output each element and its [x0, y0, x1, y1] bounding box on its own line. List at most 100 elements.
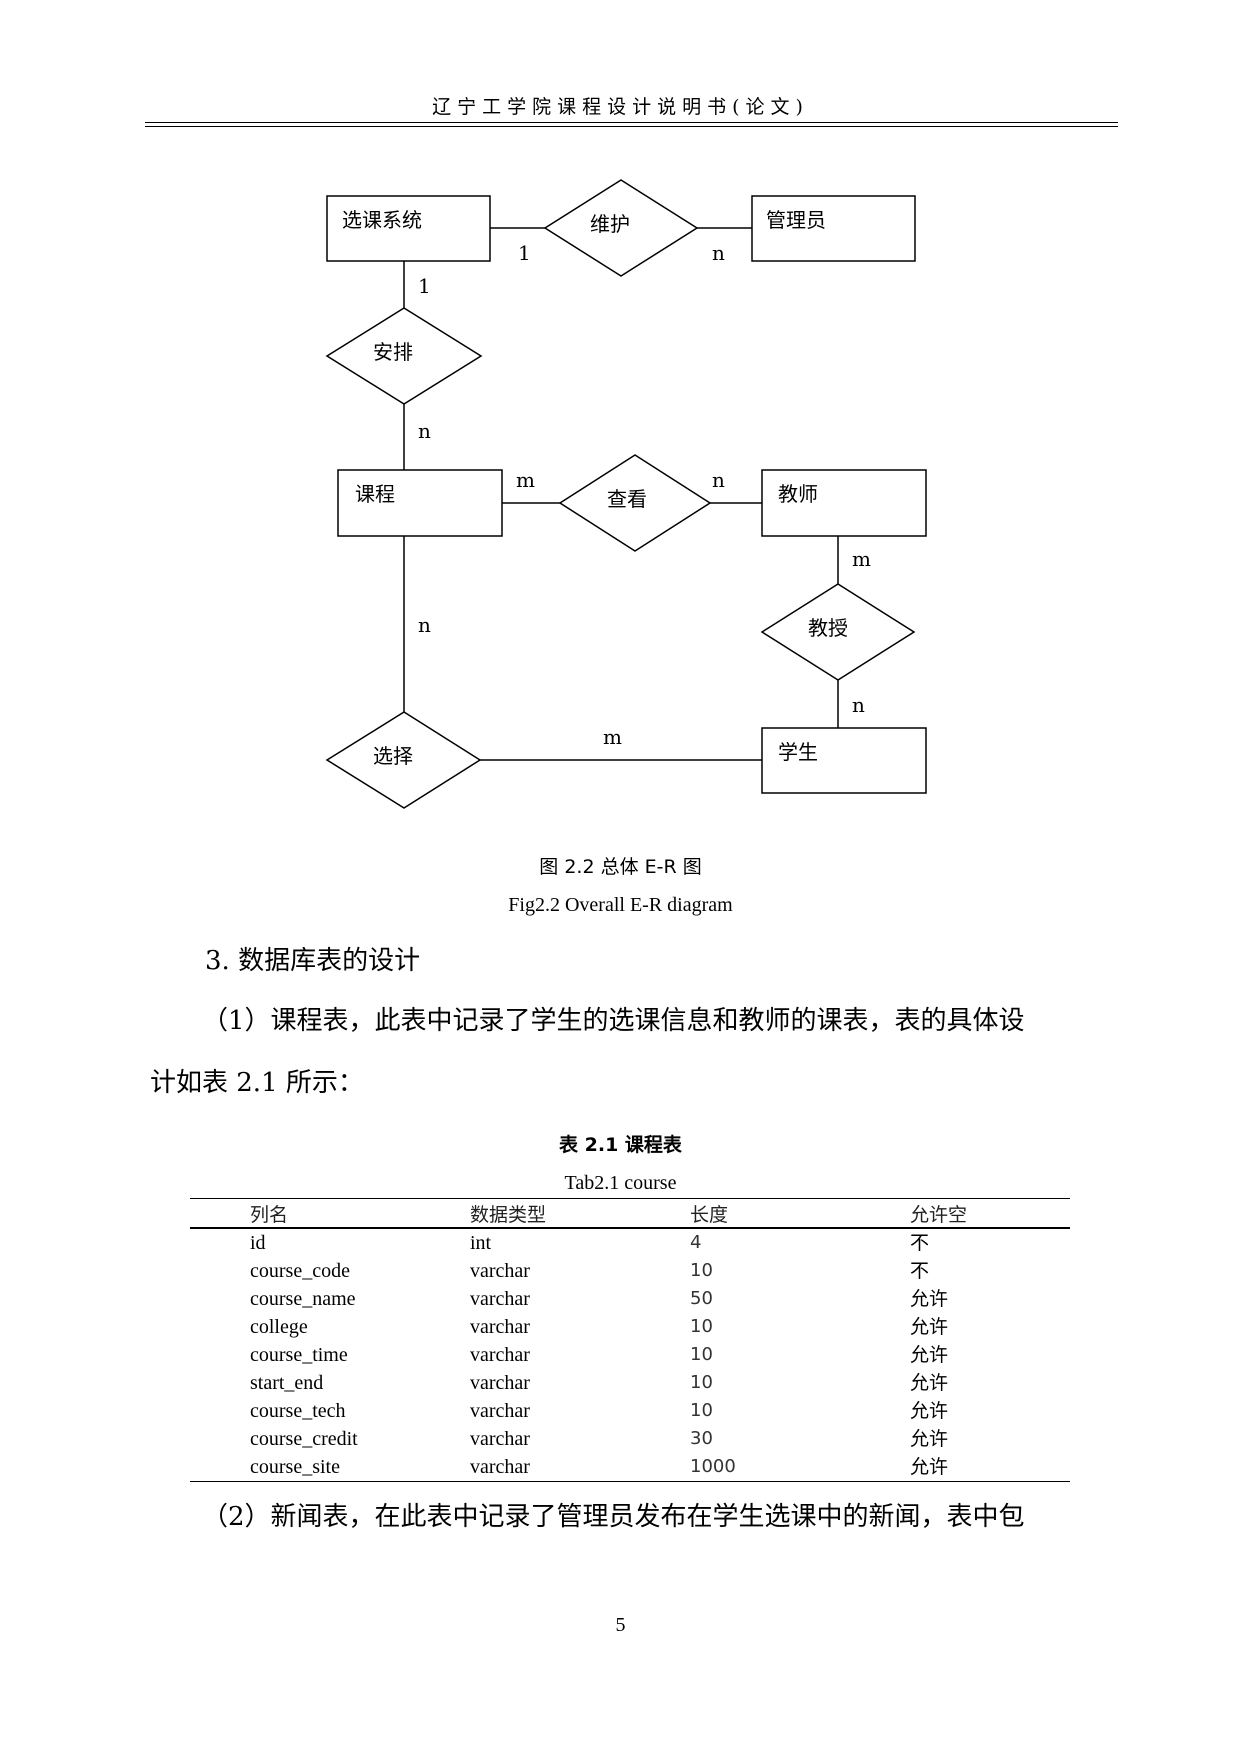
paragraph-1: （1）课程表，此表中记录了学生的选课信息和教师的课表，表的具体设 计如表 2.1… [150, 990, 1115, 1114]
paragraph-1-line-1-text: （1）课程表，此表中记录了学生的选课信息和教师的课表，表的具体设 [202, 1006, 1025, 1036]
relation-view-label: 查看 [607, 487, 647, 511]
table-row: course_site varchar 1000 允许 [190, 1453, 1070, 1482]
entity-teacher-label: 教师 [778, 482, 818, 506]
entity-student [761, 727, 927, 794]
header-data-type: 数据类型 [470, 1203, 547, 1226]
cell-length: 50 [690, 1288, 713, 1309]
entity-admin-label: 管理员 [766, 208, 826, 232]
entity-admin [751, 195, 916, 262]
cell-nullable: 不 [910, 1232, 930, 1254]
relation-teach-label: 教授 [808, 616, 848, 640]
table-row: course_tech varchar 10 允许 [190, 1397, 1070, 1425]
relation-arrange-label: 安排 [373, 340, 413, 364]
cell-data-type: varchar [470, 1260, 530, 1282]
table-header: 列名 数据类型 长度 允许空 [190, 1198, 1070, 1229]
cell-nullable: 允许 [910, 1400, 949, 1422]
card-select-course: n [418, 613, 431, 637]
cell-nullable: 允许 [910, 1316, 949, 1338]
table-caption-cn: 表 2.1 课程表 [559, 1134, 682, 1156]
table-row: course_code varchar 10 不 [190, 1257, 1070, 1285]
card-teach-teacher: m [852, 547, 871, 571]
cell-column-name: college [250, 1316, 308, 1338]
table-caption-en: Tab2.1 course [564, 1172, 677, 1194]
cell-column-name: course_time [250, 1344, 348, 1366]
paragraph-2-line-1-text: （2）新闻表，在此表中记录了管理员发布在学生选课中的新闻，表中包 [202, 1502, 1025, 1532]
table-body: id int 4 不 course_code varchar 10 不 cour… [190, 1228, 1070, 1482]
cell-nullable: 允许 [910, 1428, 949, 1450]
relation-view [558, 454, 712, 552]
header-length: 长度 [690, 1203, 729, 1226]
cell-data-type: int [470, 1232, 492, 1254]
card-teach-student: n [852, 693, 865, 717]
cell-column-name: start_end [250, 1372, 324, 1394]
card-maintain-admin: n [712, 241, 725, 265]
cell-length: 30 [690, 1428, 713, 1449]
cell-length: 4 [690, 1232, 702, 1253]
entity-course [337, 469, 503, 537]
cell-nullable: 允许 [910, 1372, 949, 1394]
figure-caption-en: Fig2.2 Overall E-R diagram [508, 894, 733, 916]
paragraph-1-line-1: （1）课程表，此表中记录了学生的选课信息和教师的课表，表的具体设 [150, 990, 1115, 1052]
relation-maintain-label: 维护 [590, 212, 630, 236]
entity-xuanke-system-label: 选课系统 [342, 208, 422, 232]
table-row: id int 4 不 [190, 1228, 1070, 1257]
cell-data-type: varchar [470, 1456, 530, 1478]
relation-arrange [325, 307, 483, 405]
relation-teach [760, 583, 916, 681]
cell-column-name: course_code [250, 1260, 350, 1282]
cell-column-name: course_name [250, 1288, 356, 1310]
relation-select-label: 选择 [373, 744, 413, 768]
entity-student-label: 学生 [778, 740, 818, 764]
cell-data-type: varchar [470, 1288, 530, 1310]
er-diagram: 选课系统 管理员 课程 教师 学生 维护 安排 查看 教授 选择 1 n 1 n… [325, 179, 927, 809]
cell-nullable: 允许 [910, 1344, 949, 1366]
table-row: course_credit varchar 30 允许 [190, 1425, 1070, 1453]
card-view-course: m [516, 468, 535, 492]
cell-data-type: varchar [470, 1344, 530, 1366]
card-select-student: m [603, 725, 622, 749]
paragraph-1-line-2: 计如表 2.1 所示： [150, 1068, 364, 1098]
cell-data-type: varchar [470, 1372, 530, 1394]
cell-nullable: 允许 [910, 1288, 949, 1310]
relation-select [325, 711, 482, 809]
cell-column-name: course_tech [250, 1400, 346, 1422]
paragraph-2-line-1: （2）新闻表，在此表中记录了管理员发布在学生选课中的新闻，表中包 [150, 1486, 1115, 1548]
cell-length: 10 [690, 1316, 713, 1337]
section-heading: 3. 数据库表的设计 [205, 946, 421, 976]
cell-length: 1000 [690, 1456, 736, 1477]
table-row: course_name varchar 50 允许 [190, 1285, 1070, 1313]
header-nullable: 允许空 [910, 1203, 968, 1226]
cell-length: 10 [690, 1400, 713, 1421]
card-maintain-sys: 1 [518, 241, 531, 265]
cell-data-type: varchar [470, 1428, 530, 1450]
course-table: 列名 数据类型 长度 允许空 id int 4 不 course_code va… [190, 1198, 1070, 1482]
page-number: 5 [615, 1614, 626, 1636]
cell-length: 10 [690, 1344, 713, 1365]
table-row: course_time varchar 10 允许 [190, 1341, 1070, 1369]
table-header-row: 列名 数据类型 长度 允许空 [190, 1199, 1070, 1229]
header-rule-bottom [145, 126, 1118, 127]
card-arrange-course: n [418, 419, 431, 443]
cell-data-type: varchar [470, 1316, 530, 1338]
cell-column-name: id [250, 1232, 266, 1254]
cell-length: 10 [690, 1260, 713, 1281]
page-header: 辽宁工学院课程设计说明书(论文) [432, 96, 809, 118]
header-column-name: 列名 [250, 1203, 289, 1226]
entity-course-label: 课程 [355, 482, 395, 506]
cell-nullable: 不 [910, 1260, 930, 1282]
paragraph-2: （2）新闻表，在此表中记录了管理员发布在学生选课中的新闻，表中包 [150, 1486, 1115, 1548]
cell-column-name: course_credit [250, 1428, 358, 1450]
entity-xuanke-system [326, 195, 491, 262]
cell-column-name: course_site [250, 1456, 340, 1478]
card-arrange-sys: 1 [418, 274, 431, 298]
header-rule-top [145, 122, 1118, 123]
table-row: college varchar 10 允许 [190, 1313, 1070, 1341]
entity-teacher [761, 469, 927, 537]
card-view-teacher: n [712, 468, 725, 492]
relation-maintain [543, 179, 699, 277]
cell-data-type: varchar [470, 1400, 530, 1422]
figure-caption-cn: 图 2.2 总体 E-R 图 [539, 856, 702, 878]
cell-nullable: 允许 [910, 1456, 949, 1478]
cell-length: 10 [690, 1372, 713, 1393]
table-row: start_end varchar 10 允许 [190, 1369, 1070, 1397]
